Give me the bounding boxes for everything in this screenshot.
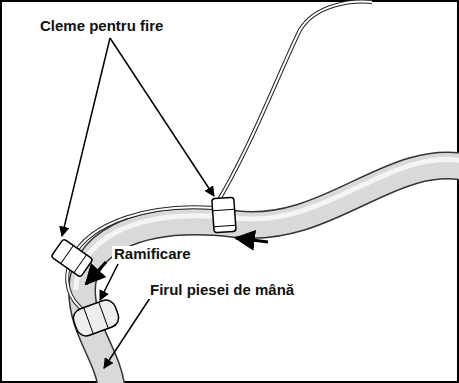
part-label: Firul piesei de mână: [148, 282, 296, 299]
leader-line: [110, 38, 214, 196]
direction-arrow: [236, 238, 268, 242]
tube-highlight: [76, 159, 459, 290]
part-label: Ramificare: [112, 246, 193, 263]
leader-line: [100, 264, 118, 300]
tube-fill: [82, 165, 459, 383]
branch-junction: [71, 297, 122, 338]
direction-arrow: [86, 262, 106, 284]
wire-clip: [212, 197, 236, 232]
leader-line: [62, 38, 110, 236]
part-label: Cleme pentru fire: [38, 18, 165, 35]
tube-outline: [82, 165, 459, 383]
wire-outline: [214, 2, 372, 208]
leader-line: [104, 298, 150, 368]
wire-clip: [51, 239, 93, 278]
wire-fill: [214, 2, 372, 208]
